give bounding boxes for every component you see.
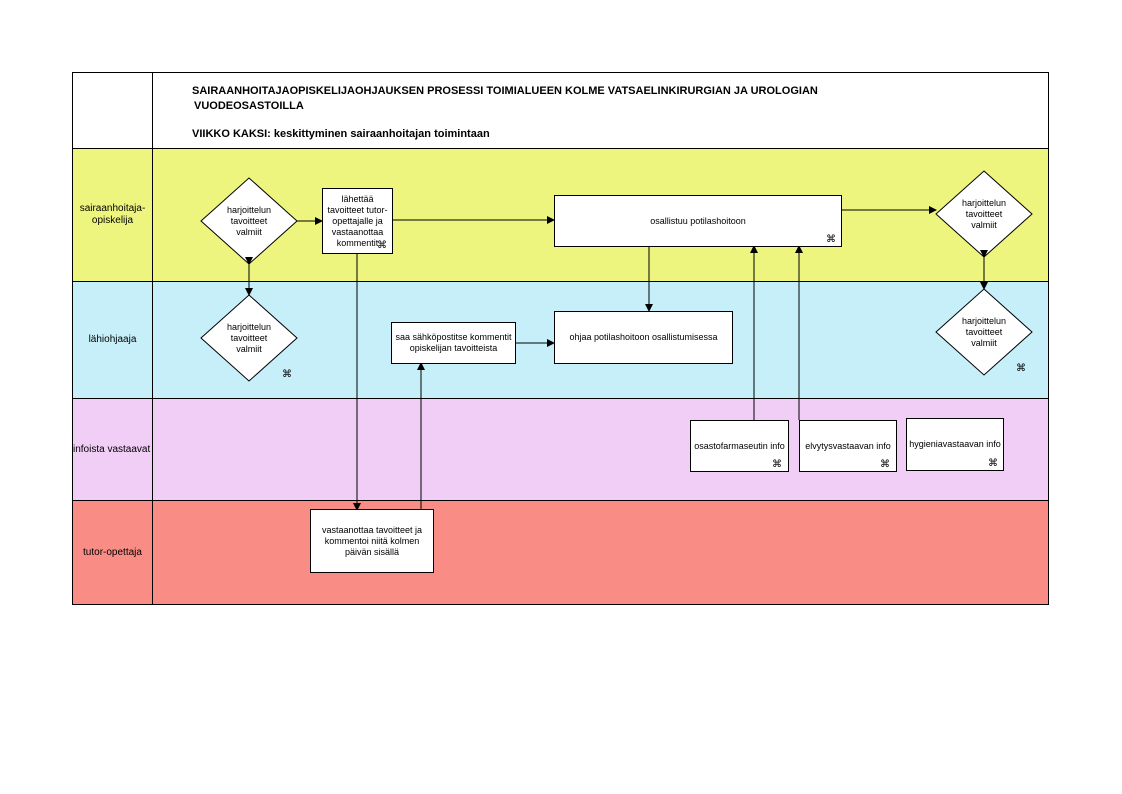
link-icon[interactable]: ⌘ <box>826 234 836 245</box>
lane-tutor-label: tutor-opettaja <box>73 501 153 604</box>
box-email-comments: saa sähköpostitse kommentit opiskelijan … <box>391 322 516 364</box>
diamond-student-end-text: harjoittelun tavoitteet valmiit <box>961 197 1007 230</box>
box-pharmacist-info: osastofarmaseutin info <box>690 420 789 472</box>
link-icon[interactable]: ⌘ <box>282 369 292 380</box>
lane-preceptor-label: lähiohjaaja <box>73 282 153 398</box>
link-icon[interactable]: ⌘ <box>772 459 782 470</box>
diagram-title-line1: SAIRAANHOITAJAOPISKELIJAOHJAUKSEN PROSES… <box>192 85 818 97</box>
diamond-preceptor-end-text: harjoittelun tavoitteet valmiit <box>961 315 1007 348</box>
link-icon[interactable]: ⌘ <box>1016 363 1026 374</box>
box-hygiene-info: hygieniavastaavan info <box>906 418 1004 471</box>
lane-info-label: infoista vastaavat <box>73 399 153 500</box>
link-icon[interactable]: ⌘ <box>880 459 890 470</box>
link-icon[interactable]: ⌘ <box>988 458 998 469</box>
box-send-goals: lähettää tavoitteet tutor-opettajalle ja… <box>322 188 393 254</box>
box-tutor-review: vastaanottaa tavoitteet ja kommentoi nii… <box>310 509 434 573</box>
box-participate-care: osallistuu potilashoitoon <box>554 195 842 247</box>
link-icon[interactable]: ⌘ <box>377 240 387 251</box>
header-label-cell <box>73 73 153 148</box>
header-band <box>72 72 1049 149</box>
diamond-preceptor-end <box>935 288 1033 376</box>
diagram-subtitle: VIIKKO KAKSI: keskittyminen sairaanhoita… <box>192 128 490 140</box>
diagram-title-line2: VUODEOSASTOILLA <box>194 100 304 112</box>
diamond-student-start-text: harjoittelun tavoitteet valmiit <box>226 204 272 237</box>
diamond-preceptor-start <box>200 294 298 382</box>
diamond-preceptor-start-text: harjoittelun tavoitteet valmiit <box>226 321 272 354</box>
box-resuscitation-info: elvytysvastaavan info <box>799 420 897 472</box>
box-guide-care: ohjaa potilashoitoon osallistumisessa <box>554 311 733 364</box>
lane-tutor: tutor-opettaja <box>72 501 1049 605</box>
lane-student-label: sairaanhoitaja-opiskelija <box>73 149 153 281</box>
